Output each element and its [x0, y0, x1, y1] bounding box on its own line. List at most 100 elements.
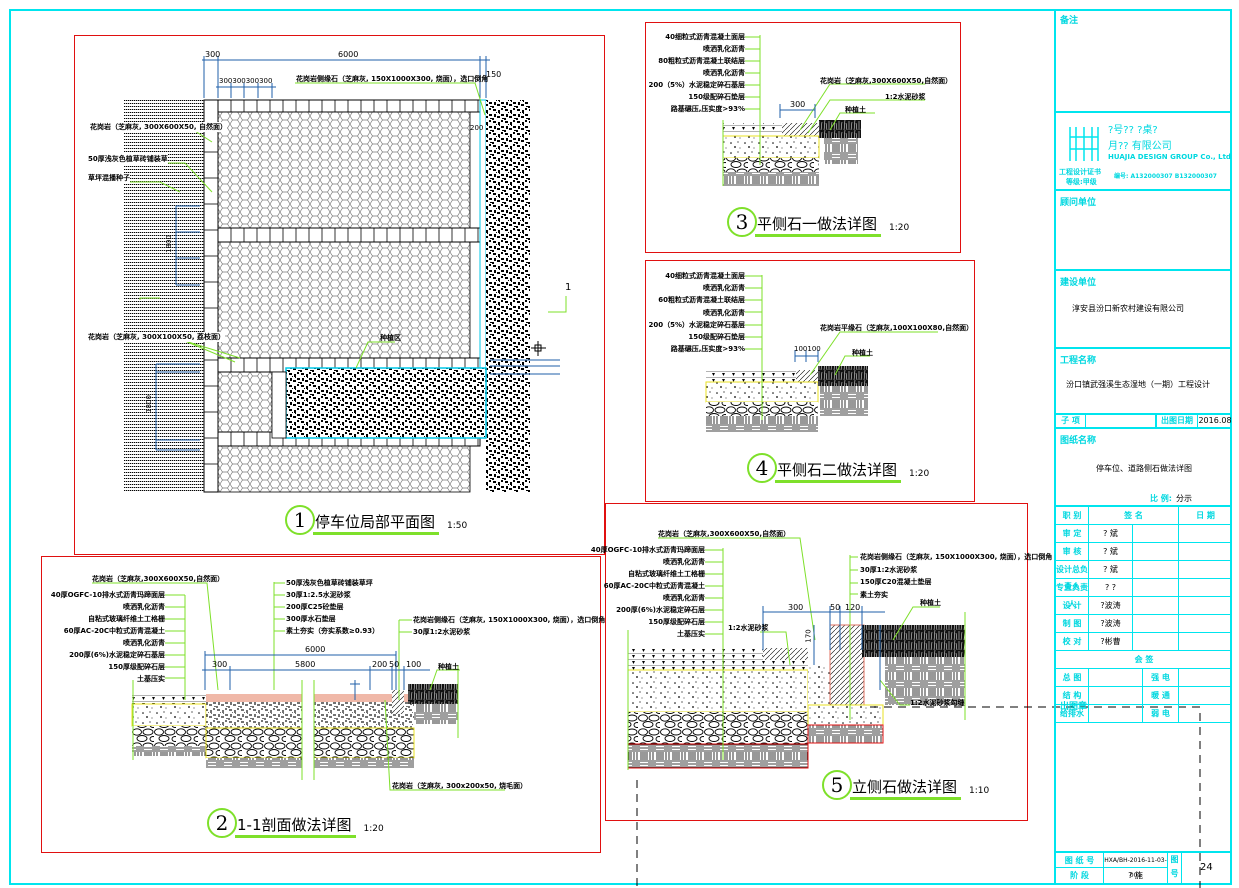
detail-number: 3: [727, 207, 757, 237]
signature-row: 审 定? 斌: [1056, 525, 1232, 543]
layer-label: 喷洒乳化沥青: [663, 558, 705, 566]
signature-row: 职 别签 名 日 期: [1056, 507, 1232, 525]
layer-label: 150级配碎石垫层: [688, 93, 745, 101]
detail4-panel: [645, 260, 975, 502]
layer-label: 150厚级配碎石层: [108, 663, 165, 671]
company-name-cn-2: 月?? 有限公司: [1108, 141, 1172, 152]
label-stone: 花岗岩平缘石（芝麻灰,100X100X80,自然面）: [820, 324, 974, 332]
layer-label: 40细粒式沥青混凝土面层: [665, 272, 745, 280]
dim-50: 50: [830, 603, 841, 612]
signature-row: 校 对?彬曹: [1056, 633, 1232, 651]
countersign-right: 暖 通: [1143, 687, 1179, 704]
date-value: 2016.08: [1198, 416, 1232, 425]
label-mortar: 1:2水泥砂浆: [728, 624, 769, 632]
detail-number: 4: [747, 453, 777, 483]
header-name: 签 名: [1089, 507, 1179, 524]
date-cell: [1179, 561, 1232, 578]
dim-300: 300: [205, 50, 221, 59]
layer-label: 路基碾压,压实度>93%: [670, 345, 745, 354]
dim-170: 170: [804, 629, 813, 643]
layer-label: 喷洒乳化沥青: [703, 284, 745, 293]
subitem-row: 子 项 出图日期 2016.08: [1056, 415, 1232, 429]
layer-label: 土基压实: [677, 630, 705, 638]
label-bottom-mortar: 1:2水泥砂浆勾缝: [910, 699, 965, 707]
layer-label: 40细粒式沥青混凝土面层: [665, 33, 745, 41]
countersign-left-sign: [1089, 705, 1143, 722]
cert-label: 工程设计证书: [1059, 168, 1101, 176]
layer-label: 60厚AC-20C中粒式沥青混凝土: [603, 582, 705, 590]
detail2-caption: 2 1-1剖面做法详图 1:20: [207, 808, 384, 838]
sign-cell: [1133, 543, 1179, 560]
hatched-strip: [124, 100, 204, 492]
detail-scale: 1:50: [447, 521, 468, 531]
layer-label: 200（5%）水泥稳定碎石基层: [648, 81, 746, 89]
company-logo-icon: [1069, 127, 1099, 161]
layer-label: 200（5%）水泥稳定碎石基层: [648, 320, 746, 329]
layer-label: 300厚水石垫层: [286, 615, 336, 623]
layer-label: 喷洒乳化沥青: [703, 69, 745, 77]
dim-50: 50: [389, 660, 400, 669]
name-cell: ?波涛: [1089, 597, 1133, 614]
countersign-right: 弱 电: [1143, 705, 1179, 722]
dim-200: 200: [470, 124, 484, 132]
layer-label: 80粗粒式沥青混凝土联结层: [658, 57, 745, 65]
label-eco-paver: 50厚浅灰色植草砖铺装草: [88, 154, 168, 164]
sign-cell: [1133, 597, 1179, 614]
layer-label: 30厚1:2.5水泥砂浆: [286, 591, 351, 599]
role-cell: 设计总负责人: [1056, 561, 1089, 591]
header-date: 日 期: [1196, 511, 1215, 520]
label-top-stone: 花岗岩（芝麻灰,300X600X50,自然面）: [92, 575, 225, 583]
detail-scale: 1:20: [889, 223, 910, 233]
role-cell: 审 定: [1056, 525, 1089, 542]
dim-200: 200: [372, 660, 388, 669]
signature-row: 给排水弱 电: [1056, 705, 1232, 723]
detail1-panel: [74, 35, 605, 555]
signature-row: 设计总负责人? 斌: [1056, 561, 1232, 591]
header-role: 职 别: [1056, 507, 1089, 524]
detail-title: 立侧石做法详图: [850, 776, 962, 800]
label-paver-left: 花岗岩（芝麻灰, 300X600X50, 自然面）: [90, 122, 227, 132]
dim-300: 300: [212, 660, 228, 669]
parking-bay-2: [217, 241, 471, 359]
layer-label: 200厚(6%)水泥稳定碎石基层: [69, 651, 165, 659]
detail-title: 平侧石一做法详图: [755, 213, 882, 237]
detail5-panel: [605, 503, 1028, 821]
detail-title: 停车位局部平面图: [313, 511, 440, 535]
label-kerb: 花岗岩侧缘石（芝麻灰, 150X1000X300, 烧面），选口倒角: [413, 616, 606, 624]
scale-value: 分示: [1176, 494, 1192, 503]
date-cell: [1179, 579, 1232, 596]
layer-label: 喷洒乳化沥青: [123, 603, 165, 611]
consultant-section: 顾问单位: [1056, 191, 1232, 271]
name-cell: ?波涛: [1089, 615, 1133, 632]
date-cell: [1179, 597, 1232, 614]
name-cell: ? ?: [1089, 579, 1133, 596]
layer-label: 40厚OGFC-10排水式沥青玛蹄面层: [590, 546, 705, 554]
label-kerb-mortar: 30厚1:2水泥砂浆: [413, 628, 471, 636]
countersign-left: 总 图: [1056, 669, 1089, 686]
layer-label: 30厚1:2水泥砂浆: [860, 565, 918, 574]
detail2-panel: [41, 556, 601, 853]
signature-row: 专业负责人? ?: [1056, 579, 1232, 609]
countersign-right: 强 电: [1143, 669, 1179, 686]
label-planting: 种植土: [920, 599, 941, 607]
drawing-no-label: 图 纸 号: [1056, 853, 1104, 868]
scale-label: 比 例:: [1150, 494, 1172, 503]
label-paver-mid: 花岗岩（芝麻灰, 300X100X50, 荔枝面）: [88, 332, 225, 342]
layer-label: 200厚(6%)水泥稳定碎石层: [616, 606, 705, 614]
sheet-value: 24: [1200, 862, 1213, 873]
dim-120: 120: [845, 603, 861, 612]
company-name-cn-1: ?号?? ?桌?: [1108, 125, 1158, 136]
detail5-caption: 5 立侧石做法详图 1:10: [822, 770, 989, 800]
signature-row: 设 计?波涛: [1056, 597, 1232, 615]
client-section: 建设单位 淳安县汾口新农村建设有限公司: [1056, 271, 1232, 349]
stage-value: ? 施: [1104, 868, 1168, 883]
signature-row: 会 签: [1056, 651, 1232, 669]
dim-150: 150: [486, 70, 502, 79]
layer-label: 喷洒乳化沥青: [703, 308, 745, 317]
detail-number: 5: [822, 770, 852, 800]
label-planting: 种植土: [845, 106, 866, 114]
date-label: 出图日期: [1156, 415, 1198, 427]
consultant-label: 顾问单位: [1060, 198, 1097, 208]
